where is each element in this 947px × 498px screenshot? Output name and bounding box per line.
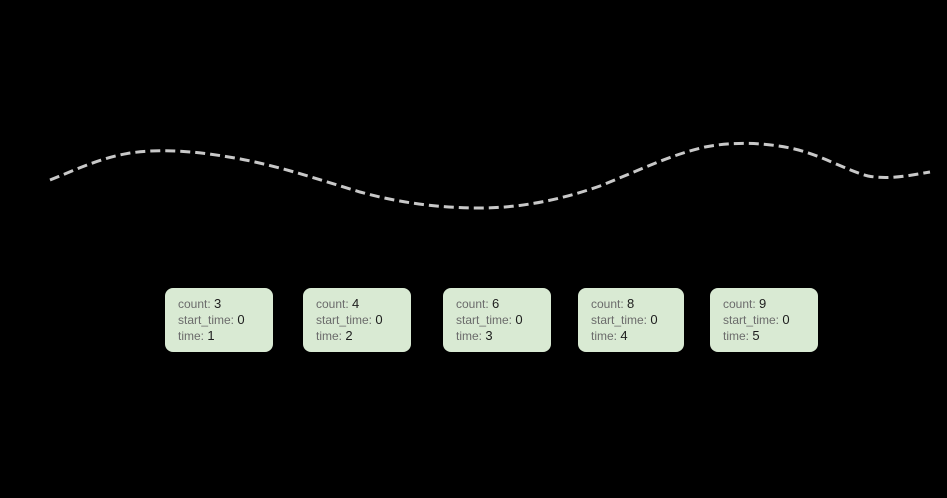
card-field: count: 3 xyxy=(178,296,273,312)
card-field-label: start_time: xyxy=(456,313,513,327)
card-field-value: 0 xyxy=(237,312,245,327)
card-field: count: 9 xyxy=(723,296,818,312)
card-field-value: 0 xyxy=(782,312,790,327)
card-field-label: count: xyxy=(591,297,624,311)
card-field-label: time: xyxy=(456,329,483,343)
card-field-value: 3 xyxy=(214,296,222,311)
card-field-label: count: xyxy=(178,297,211,311)
card-field-value: 6 xyxy=(492,296,500,311)
card-field: start_time: 0 xyxy=(178,312,273,328)
card-field-value: 4 xyxy=(352,296,360,311)
card-field: time: 1 xyxy=(178,328,273,344)
card-field: time: 5 xyxy=(723,328,818,344)
card-field-value: 9 xyxy=(759,296,767,311)
card-field-value: 8 xyxy=(627,296,635,311)
card-field-label: start_time: xyxy=(591,313,648,327)
card-field-label: count: xyxy=(723,297,756,311)
card-field-label: count: xyxy=(456,297,489,311)
card-field: count: 4 xyxy=(316,296,411,312)
card-field: count: 8 xyxy=(591,296,684,312)
card-field-label: start_time: xyxy=(178,313,235,327)
card-field: time: 2 xyxy=(316,328,411,344)
card-field-label: time: xyxy=(178,329,205,343)
card-field-value: 0 xyxy=(515,312,523,327)
card-field-value: 2 xyxy=(345,328,353,343)
card-field: time: 4 xyxy=(591,328,684,344)
card-field: start_time: 0 xyxy=(723,312,818,328)
card-field-value: 0 xyxy=(650,312,658,327)
dashed-wave-path xyxy=(49,141,931,210)
card-field: start_time: 0 xyxy=(456,312,551,328)
card-field-label: time: xyxy=(723,329,750,343)
card-field: time: 3 xyxy=(456,328,551,344)
card-field-label: time: xyxy=(591,329,618,343)
card-field-value: 1 xyxy=(207,328,215,343)
card-field: start_time: 0 xyxy=(316,312,411,328)
card-field-value: 3 xyxy=(485,328,493,343)
card-field-label: start_time: xyxy=(316,313,373,327)
card-field-value: 4 xyxy=(620,328,628,343)
card-field: count: 6 xyxy=(456,296,551,312)
card-field: start_time: 0 xyxy=(591,312,684,328)
card-field-label: count: xyxy=(316,297,349,311)
card-field-label: time: xyxy=(316,329,343,343)
card-field-value: 0 xyxy=(375,312,383,327)
card-field-value: 5 xyxy=(752,328,760,343)
card-field-label: start_time: xyxy=(723,313,780,327)
